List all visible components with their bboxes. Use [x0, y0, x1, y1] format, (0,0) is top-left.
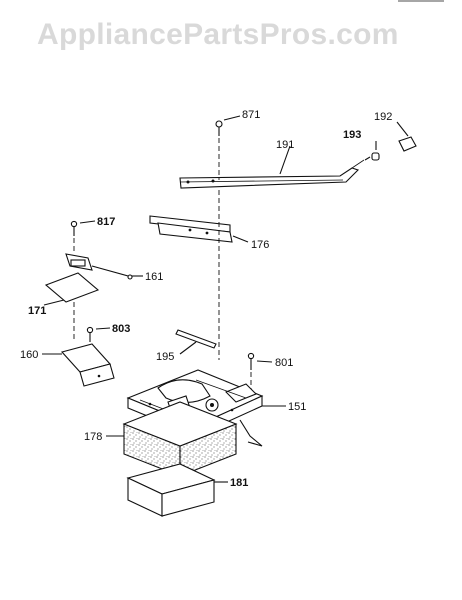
label-817: 817 [97, 216, 115, 228]
leader-176 [232, 235, 249, 243]
part-192-cap[interactable] [398, 136, 417, 152]
part-191-rod[interactable] [179, 159, 365, 189]
screw-871-icon[interactable] [215, 120, 223, 136]
label-181: 181 [230, 477, 248, 489]
label-178: 178 [84, 431, 102, 443]
leader-171 [43, 299, 65, 306]
label-191: 191 [276, 139, 294, 151]
label-871: 871 [242, 109, 260, 121]
leader-195 [179, 341, 197, 355]
part-193-spacer[interactable] [371, 152, 380, 161]
label-160: 160 [20, 349, 38, 361]
part-181-pad[interactable] [126, 463, 216, 517]
leader-817 [79, 220, 96, 224]
screw-803-icon[interactable] [86, 326, 94, 342]
leader-192 [396, 121, 409, 137]
dash-193 [364, 156, 371, 161]
label-801: 801 [275, 357, 293, 369]
watermark-text: AppliancePartsPros.com [37, 18, 399, 51]
label-192: 192 [374, 111, 392, 123]
label-161: 161 [145, 271, 163, 283]
screw-817-icon[interactable] [70, 220, 78, 236]
part-171-plate[interactable] [44, 272, 100, 303]
leader-191 [279, 145, 291, 175]
label-193: 193 [343, 129, 361, 141]
part-161-switch[interactable] [65, 253, 133, 280]
label-195: 195 [156, 351, 174, 363]
screw-801-icon[interactable] [247, 352, 255, 370]
part-195-spring[interactable] [175, 329, 217, 349]
label-803: 803 [112, 323, 130, 335]
label-176: 176 [251, 239, 269, 251]
leader-803 [95, 327, 111, 330]
label-151: 151 [288, 401, 306, 413]
part-176-bracket[interactable] [149, 215, 233, 243]
part-160-bracket[interactable] [60, 343, 115, 387]
label-171: 171 [28, 305, 46, 317]
leader-871 [223, 115, 241, 121]
leader-801 [256, 360, 273, 363]
